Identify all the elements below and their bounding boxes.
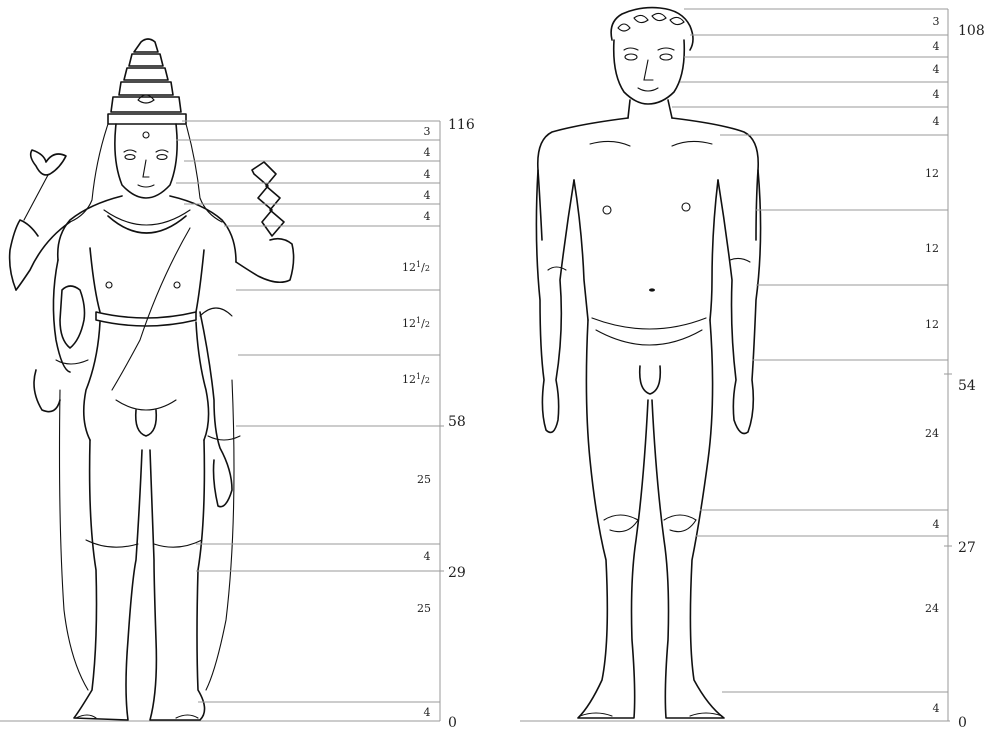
left-scale-116: 116 (448, 117, 475, 133)
left-seg-10: 25 (417, 602, 431, 615)
left-scale-29: 29 (448, 565, 466, 581)
right-seg-1: 4 (933, 40, 940, 53)
right-seg-0: 3 (933, 15, 940, 28)
left-scale-marks: 116 58 29 0 (448, 117, 475, 729)
right-seg-9: 4 (933, 518, 940, 531)
right-segment-labels: 3 4 4 4 4 12 12 12 24 4 24 4 (925, 15, 940, 715)
right-seg-7: 12 (925, 318, 939, 331)
right-seg-8: 24 (925, 427, 939, 440)
left-seg-7: 121/2 (402, 372, 430, 386)
left-seg-11: 4 (424, 706, 431, 719)
right-seg-4: 4 (933, 115, 940, 128)
left-seg-9: 4 (424, 550, 431, 563)
right-measure-rules (672, 9, 952, 721)
right-seg-10: 24 (925, 602, 939, 615)
right-scale-27: 27 (958, 540, 976, 556)
right-scale-108: 108 (958, 23, 985, 39)
left-seg-0: 3 (424, 125, 431, 138)
right-seg-5: 12 (925, 167, 939, 180)
left-seg-6: 121/2 (402, 316, 430, 330)
left-seg-4: 4 (424, 210, 431, 223)
left-seg-8: 25 (417, 473, 431, 486)
left-scale-58: 58 (448, 414, 466, 430)
left-seg-1: 4 (424, 146, 431, 159)
left-seg-2: 4 (424, 168, 431, 181)
left-scale-0: 0 (448, 715, 457, 729)
right-seg-6: 12 (925, 242, 939, 255)
left-figure-drawing (10, 39, 294, 720)
left-seg-3: 4 (424, 189, 431, 202)
right-seg-3: 4 (933, 88, 940, 101)
right-scale-marks: 108 54 27 0 (958, 23, 985, 729)
right-scale-0: 0 (958, 715, 967, 729)
left-segment-labels: 3 4 4 4 4 121/2 121/2 121/2 25 4 25 4 (402, 125, 431, 719)
right-seg-2: 4 (933, 63, 940, 76)
right-seg-11: 4 (933, 702, 940, 715)
right-figure-drawing (536, 8, 760, 718)
right-scale-54: 54 (958, 378, 976, 394)
left-measure-rules (176, 121, 444, 721)
left-seg-5: 121/2 (402, 260, 430, 274)
